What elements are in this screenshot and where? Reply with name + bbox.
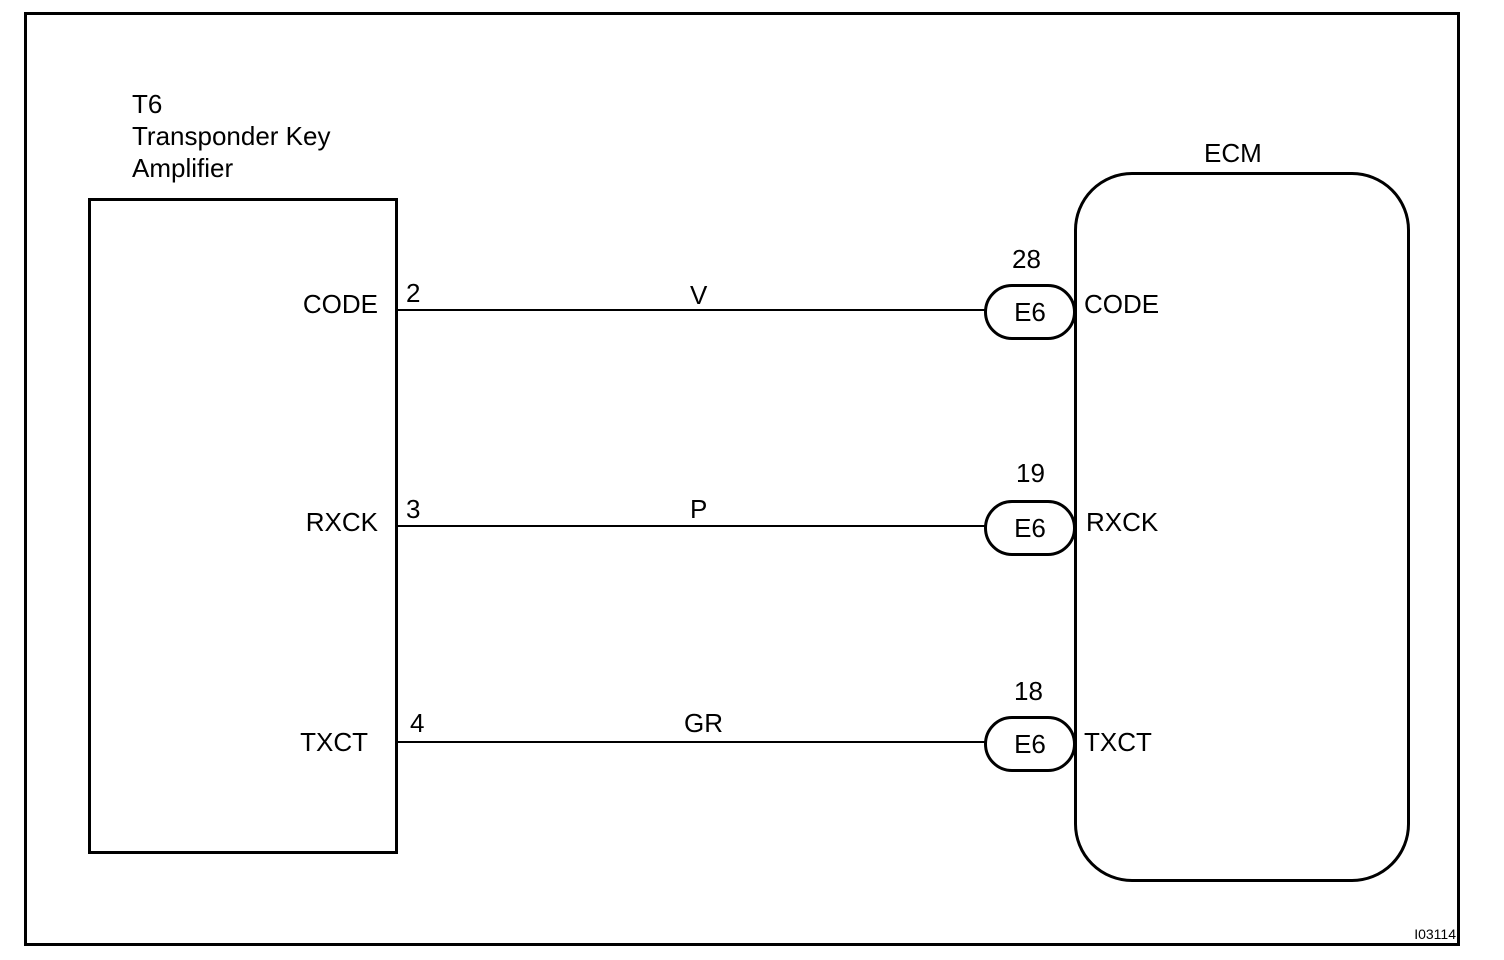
ecm-signal-txct: TXCT (1084, 727, 1152, 757)
amplifier-pin-4: 4 (410, 708, 425, 738)
amplifier-pin-2: 2 (406, 278, 421, 308)
connector-e6-txct: E6 (984, 716, 1076, 772)
ecm-signal-code: CODE (1084, 289, 1160, 319)
ecm-title: ECM (1204, 138, 1262, 168)
connector-e6-code: E6 (984, 284, 1076, 340)
wire-color-v: V (690, 280, 708, 310)
amplifier-name-line1: Transponder Key (132, 121, 331, 151)
wire-txct (398, 741, 986, 743)
amplifier-signal-code: CODE (302, 289, 378, 319)
amplifier-signal-rxck: RXCK (305, 507, 378, 537)
amplifier-box (88, 198, 398, 854)
figure-code: I03114 (1414, 926, 1456, 942)
wire-rxck (398, 525, 986, 527)
wire-color-gr: GR (684, 708, 723, 738)
ecm-pin-19: 19 (1016, 458, 1045, 488)
amplifier-signal-txct: TXCT (300, 727, 368, 757)
connector-e6-rxck: E6 (984, 500, 1076, 556)
amplifier-id: T6 (132, 89, 163, 119)
connector-e6-rxck-label: E6 (1014, 512, 1046, 543)
ecm-box (1074, 172, 1410, 882)
ecm-signal-rxck: RXCK (1086, 507, 1159, 537)
connector-e6-code-label: E6 (1014, 296, 1046, 327)
wire-color-p: P (690, 494, 708, 524)
wire-code (398, 309, 986, 311)
diagram-frame (24, 12, 1460, 946)
amplifier-name-line2: Amplifier (132, 153, 234, 183)
ecm-pin-28: 28 (1012, 244, 1041, 274)
amplifier-title: T6 Transponder Key Amplifier (132, 88, 330, 184)
ecm-pin-18: 18 (1014, 676, 1043, 706)
connector-e6-txct-label: E6 (1014, 728, 1046, 759)
amplifier-pin-3: 3 (406, 494, 421, 524)
